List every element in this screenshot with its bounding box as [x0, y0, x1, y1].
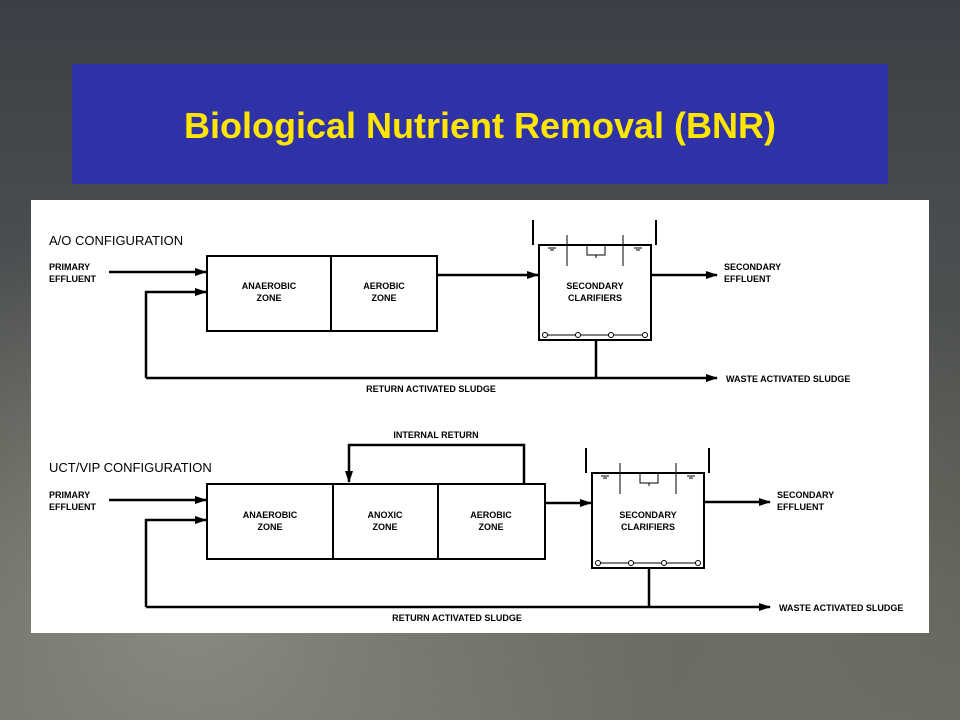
ao-configuration: A/O CONFIGURATION PRIMARY EFFLUENT ANAER… — [49, 220, 850, 394]
uct-aerobic-label-2: ZONE — [478, 522, 503, 532]
uct-anaerobic-label-1: ANAEROBIC — [243, 510, 298, 520]
uct-clarifier-label-2: CLARIFIERS — [621, 522, 675, 532]
ao-config-label: A/O CONFIGURATION — [49, 233, 183, 248]
diagram-panel: A/O CONFIGURATION PRIMARY EFFLUENT ANAER… — [31, 200, 929, 633]
ao-aerobic-label-1: AEROBIC — [363, 281, 405, 291]
uct-configuration: UCT/VIP CONFIGURATION INTERNAL RETURN PR… — [49, 430, 903, 623]
uct-effluent-label-2: EFFLUENT — [777, 502, 824, 512]
ao-aerobic-label-2: ZONE — [371, 293, 396, 303]
ao-influent-label-2: EFFLUENT — [49, 274, 96, 284]
uct-anoxic-label-2: ZONE — [372, 522, 397, 532]
uct-internal-return-label: INTERNAL RETURN — [393, 430, 478, 440]
uct-clarifier-label-1: SECONDARY — [619, 510, 676, 520]
ao-return-arrow — [144, 288, 207, 378]
uct-effluent-label-1: SECONDARY — [777, 490, 834, 500]
uct-internal-return-arrow — [345, 443, 526, 483]
uct-aerobic-label-1: AEROBIC — [470, 510, 512, 520]
ao-effluent-label-1: SECONDARY — [724, 262, 781, 272]
ao-influent-label-1: PRIMARY — [49, 262, 90, 272]
ao-return-label: RETURN ACTIVATED SLUDGE — [366, 384, 496, 394]
ao-clarifier-label-1: SECONDARY — [566, 281, 623, 291]
ao-anaerobic-label-2: ZONE — [256, 293, 281, 303]
uct-anaerobic-label-2: ZONE — [257, 522, 282, 532]
ao-waste-label: WASTE ACTIVATED SLUDGE — [726, 374, 850, 384]
bnr-process-diagram: A/O CONFIGURATION PRIMARY EFFLUENT ANAER… — [49, 220, 903, 623]
uct-clarifier — [585, 448, 710, 569]
ao-effluent-label-2: EFFLUENT — [724, 274, 771, 284]
title-bar: Biological Nutrient Removal (BNR) — [72, 64, 888, 184]
ao-clarifier-label-2: CLARIFIERS — [568, 293, 622, 303]
uct-config-label: UCT/VIP CONFIGURATION — [49, 460, 212, 475]
uct-waste-label: WASTE ACTIVATED SLUDGE — [779, 603, 903, 613]
uct-return-arrow — [144, 516, 207, 607]
ao-anaerobic-label-1: ANAEROBIC — [242, 281, 297, 291]
uct-return-label: RETURN ACTIVATED SLUDGE — [392, 613, 522, 623]
uct-influent-label-2: EFFLUENT — [49, 502, 96, 512]
ao-reactor-box — [206, 255, 438, 332]
slide-title: Biological Nutrient Removal (BNR) — [183, 105, 777, 146]
uct-influent-label-1: PRIMARY — [49, 490, 90, 500]
uct-reactor-box — [206, 483, 546, 560]
ao-clarifier — [532, 220, 657, 341]
uct-anoxic-label-1: ANOXIC — [367, 510, 403, 520]
